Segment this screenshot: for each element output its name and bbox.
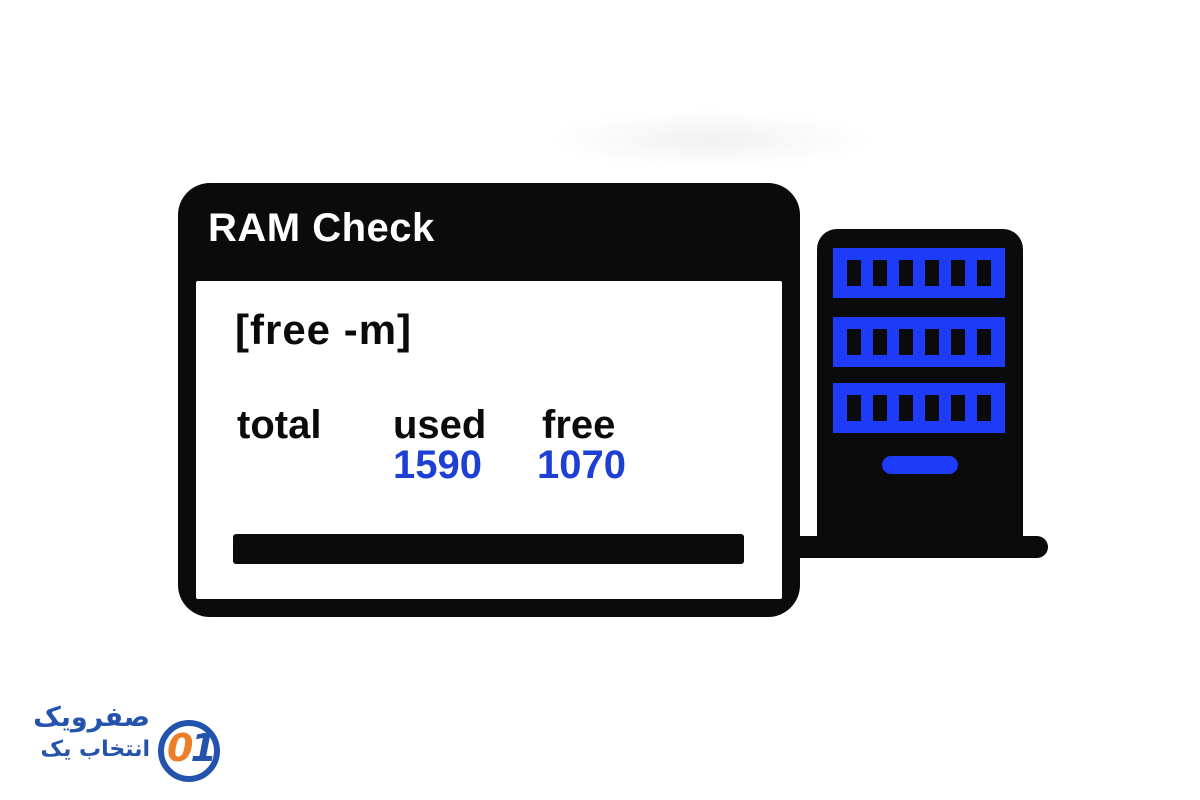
ram-slot [873,395,887,421]
ram-slot [951,260,965,286]
value-free: 1070 [537,443,626,487]
ram-slot [951,395,965,421]
server-base-bar [782,536,1048,558]
brand-tagline-farsi: انتخاب یک [40,736,150,762]
column-header-free: free [542,403,616,447]
column-header-total: total [237,403,322,447]
ram-slot [873,329,887,355]
brand-logo: 01 صفرویک انتخاب یک [20,698,235,793]
value-used: 1590 [393,443,482,487]
logo-text-block: صفرویک انتخاب یک [33,701,150,764]
ram-slot [951,329,965,355]
logo-circle-icon [158,720,220,782]
brand-name-farsi: صفرویک [33,702,150,733]
ram-module-icon [833,317,1005,367]
ram-slot [977,260,991,286]
ram-slot [977,329,991,355]
ram-slot [925,329,939,355]
logo-digit-one: 1 [190,726,217,770]
ram-slot [899,395,913,421]
terminal-content: [free -m] total used free 1590 1070 [196,281,782,599]
server-tower-icon [817,229,1023,537]
terminal-window: RAM Check [free -m] total used free 1590… [178,183,800,617]
server-handle-pill-icon [882,456,958,474]
ram-slot [899,260,913,286]
logo-digit-zero: 0 [167,726,194,770]
ram-slot [873,260,887,286]
ram-slot [847,329,861,355]
ram-slot [899,329,913,355]
ram-slot [847,260,861,286]
ram-module-icon [833,383,1005,433]
ram-slot [925,395,939,421]
ram-module-icon [833,248,1005,298]
terminal-bottom-bar [233,534,744,564]
soft-shadow-smudge [545,112,875,167]
logo-digits: 01 [167,726,217,770]
ram-slot [977,395,991,421]
window-title: RAM Check [208,206,435,250]
command-text: [free -m] [235,306,413,353]
ram-slot [847,395,861,421]
ram-slot [925,260,939,286]
column-header-used: used [393,403,487,447]
